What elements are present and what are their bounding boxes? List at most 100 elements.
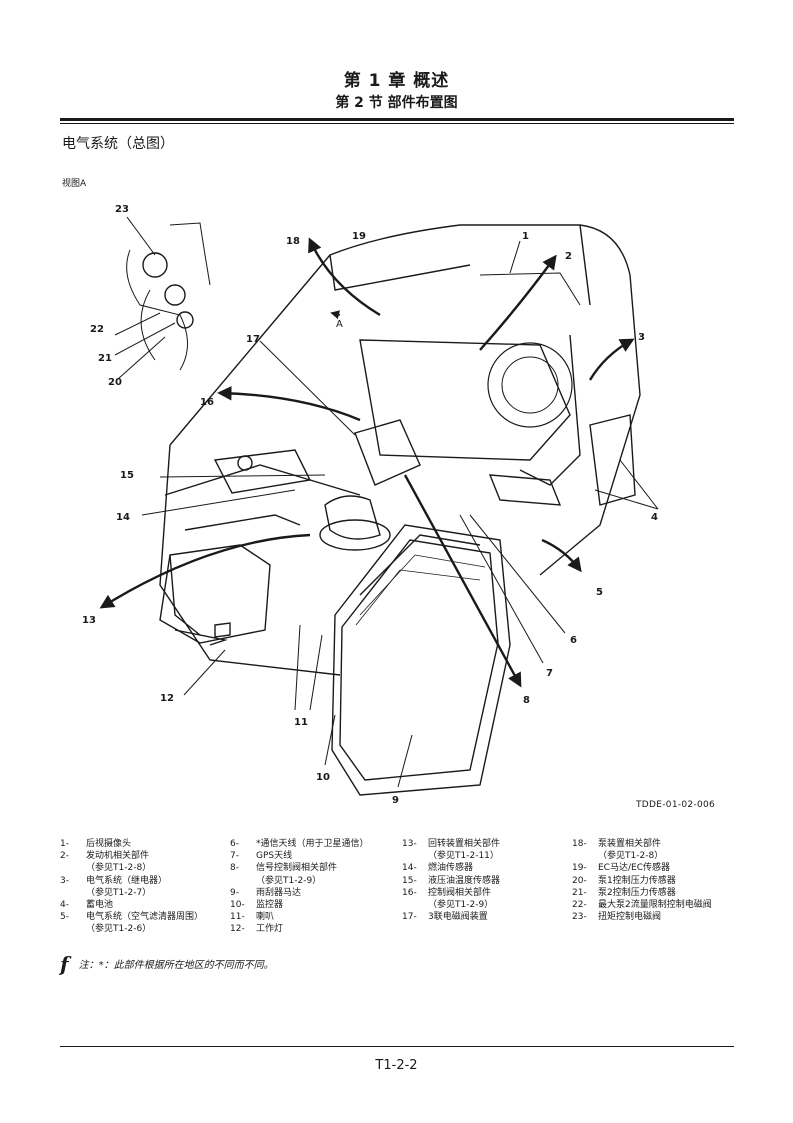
- legend-item: 21- 泵2控制压力传感器: [572, 887, 712, 899]
- callout-21: 21: [98, 353, 112, 364]
- legend-item: 4-蓄电池: [60, 899, 203, 911]
- callout-23: 23: [115, 204, 129, 215]
- legend-item-text: 回转装置相关部件: [428, 839, 501, 849]
- legend-item-number: 13-: [402, 839, 417, 849]
- callout-6: 6: [570, 635, 577, 646]
- callout-16: 16: [200, 397, 214, 408]
- callout-20: 20: [108, 377, 122, 388]
- legend-item-text: 泵装置相关部件: [598, 839, 662, 849]
- callout-1: 1: [522, 231, 529, 242]
- legend-item-number: 17-: [402, 912, 417, 923]
- callout-13: 13: [82, 615, 96, 626]
- legend-item: 10- 监控器: [230, 899, 369, 911]
- legend-item-text: 泵2控制压力传感器: [598, 887, 676, 898]
- legend-item-number: 4-: [60, 900, 69, 911]
- legend-item: 7-GPS天线: [230, 850, 369, 862]
- legend-item-text: 喇叭: [256, 912, 275, 923]
- legend-item-text: 监控器: [256, 900, 284, 911]
- legend-item-text: （参见T1-2-6）: [86, 924, 152, 935]
- legend-item: 1- 后视摄像头: [60, 838, 203, 850]
- legend-item-text: （参见T1-2-8）: [86, 863, 152, 874]
- legend-item: 3- 电气系统（继电器）: [60, 875, 203, 887]
- callout-22: 22: [90, 324, 104, 335]
- legend-item-number: 9-: [230, 887, 239, 898]
- callout-17: 17: [246, 334, 260, 345]
- legend-item: （参见T1-2-9）: [230, 875, 369, 887]
- note-text: 注：*：此部件根据所在地区的不同而不同。: [78, 960, 274, 971]
- legend-item-number: 21-: [572, 887, 587, 898]
- legend-item-text: 信号控制阀相关部件: [256, 863, 338, 874]
- legend-item-number: 2-: [60, 851, 69, 862]
- callout-15: 15: [120, 470, 134, 481]
- legend-item-text: 扭矩控制电磁阀: [598, 912, 662, 923]
- callout-5: 5: [596, 587, 603, 598]
- legend-item-text: 电气系统（继电器）: [86, 875, 168, 886]
- legend-item-number: 18-: [572, 839, 587, 849]
- legend-item: 6- *通信天线（用于卫星通信）: [230, 838, 369, 850]
- legend-item-text: 泵1控制压力传感器: [598, 875, 676, 886]
- callout-10: 10: [316, 772, 330, 783]
- legend-item-text: 液压油温度传感器: [428, 875, 501, 886]
- legend-item-text: （参见T1-2-7）: [86, 887, 152, 898]
- legend-item: 18- 泵装置相关部件: [572, 838, 712, 850]
- callout-7: 7: [546, 668, 553, 679]
- callout-18: 18: [286, 236, 300, 247]
- machine-body-drawing: [126, 222, 641, 796]
- footnote: f 注：*：此部件根据所在地区的不同而不同。: [60, 952, 274, 976]
- legend-item: 22- 最大泵2流量限制控制电磁阀: [572, 899, 712, 911]
- legend-item: （参见T1-2-6）: [60, 923, 203, 935]
- legend-item-text: 后视摄像头: [86, 839, 132, 849]
- callout-2: 2: [565, 251, 572, 262]
- legend-item-text: 电气系统（空气滤清器周围）: [86, 912, 204, 923]
- callout-view-a: A: [336, 319, 343, 330]
- callout-8: 8: [523, 695, 530, 706]
- legend-item: 14-燃油传感器: [402, 862, 500, 874]
- legend-item: （参见T1-2-8）: [572, 850, 712, 862]
- legend-item-text: 3联电磁阀装置: [428, 912, 488, 923]
- callout-arrows: [99, 237, 635, 688]
- callout-12: 12: [160, 693, 174, 704]
- legend-item-text: （参见T1-2-8）: [598, 851, 664, 862]
- legend-item-text: 最大泵2流量限制控制电磁阀: [598, 900, 712, 911]
- note-mark-icon: f: [60, 952, 69, 976]
- legend-item: 2-发动机相关部件: [60, 850, 203, 862]
- legend-item: 15- 液压油温度传感器: [402, 875, 500, 887]
- legend-item-number: 14-: [402, 863, 417, 874]
- legend-item-text: *通信天线（用于卫星通信）: [256, 839, 369, 849]
- legend-item-number: 6-: [230, 839, 239, 849]
- legend-item-number: 10-: [230, 900, 245, 911]
- legend-item-text: （参见T1-2-11）: [428, 851, 499, 862]
- legend-item-number: 1-: [60, 839, 69, 849]
- legend-item-text: 工作灯: [256, 924, 284, 935]
- header-rule-thin: [60, 123, 734, 124]
- section-title: 第 2 节 部件布置图: [335, 95, 458, 111]
- legend-item: 17- 3联电磁阀装置: [402, 911, 500, 923]
- page-number: T1-2-2: [375, 1058, 418, 1073]
- legend-item-text: 控制阀相关部件: [428, 887, 492, 898]
- legend-item-text: 雨刮器马达: [256, 887, 302, 898]
- legend-item-number: 20-: [572, 875, 587, 886]
- callout-9: 9: [392, 795, 399, 806]
- legend-item-number: 22-: [572, 900, 587, 911]
- legend-item-text: EC马达/EC传感器: [598, 863, 670, 874]
- legend-item-number: 16-: [402, 887, 417, 898]
- legend-item: 23-扭矩控制电磁阀: [572, 911, 712, 923]
- callout-11: 11: [294, 717, 308, 728]
- legend-item-number: 3-: [60, 875, 69, 886]
- legend-item: 20- 泵1控制压力传感器: [572, 875, 712, 887]
- legend-item: 13- 回转装置相关部件: [402, 838, 500, 850]
- legend-item-number: 12-: [230, 924, 245, 935]
- legend-item-text: （参见T1-2-9）: [428, 900, 494, 911]
- legend-item-number: 5-: [60, 912, 69, 923]
- footer-rule: [60, 1046, 734, 1047]
- legend-item-number: 15-: [402, 875, 417, 886]
- legend-item: 16- 控制阀相关部件: [402, 887, 500, 899]
- legend-item-number: 8-: [230, 863, 239, 874]
- callout-leaders: [114, 216, 659, 788]
- legend-item-number: 19-: [572, 863, 587, 874]
- legend-item: 5- 电气系统（空气滤清器周围）: [60, 911, 203, 923]
- header-rule-thick: [60, 118, 734, 121]
